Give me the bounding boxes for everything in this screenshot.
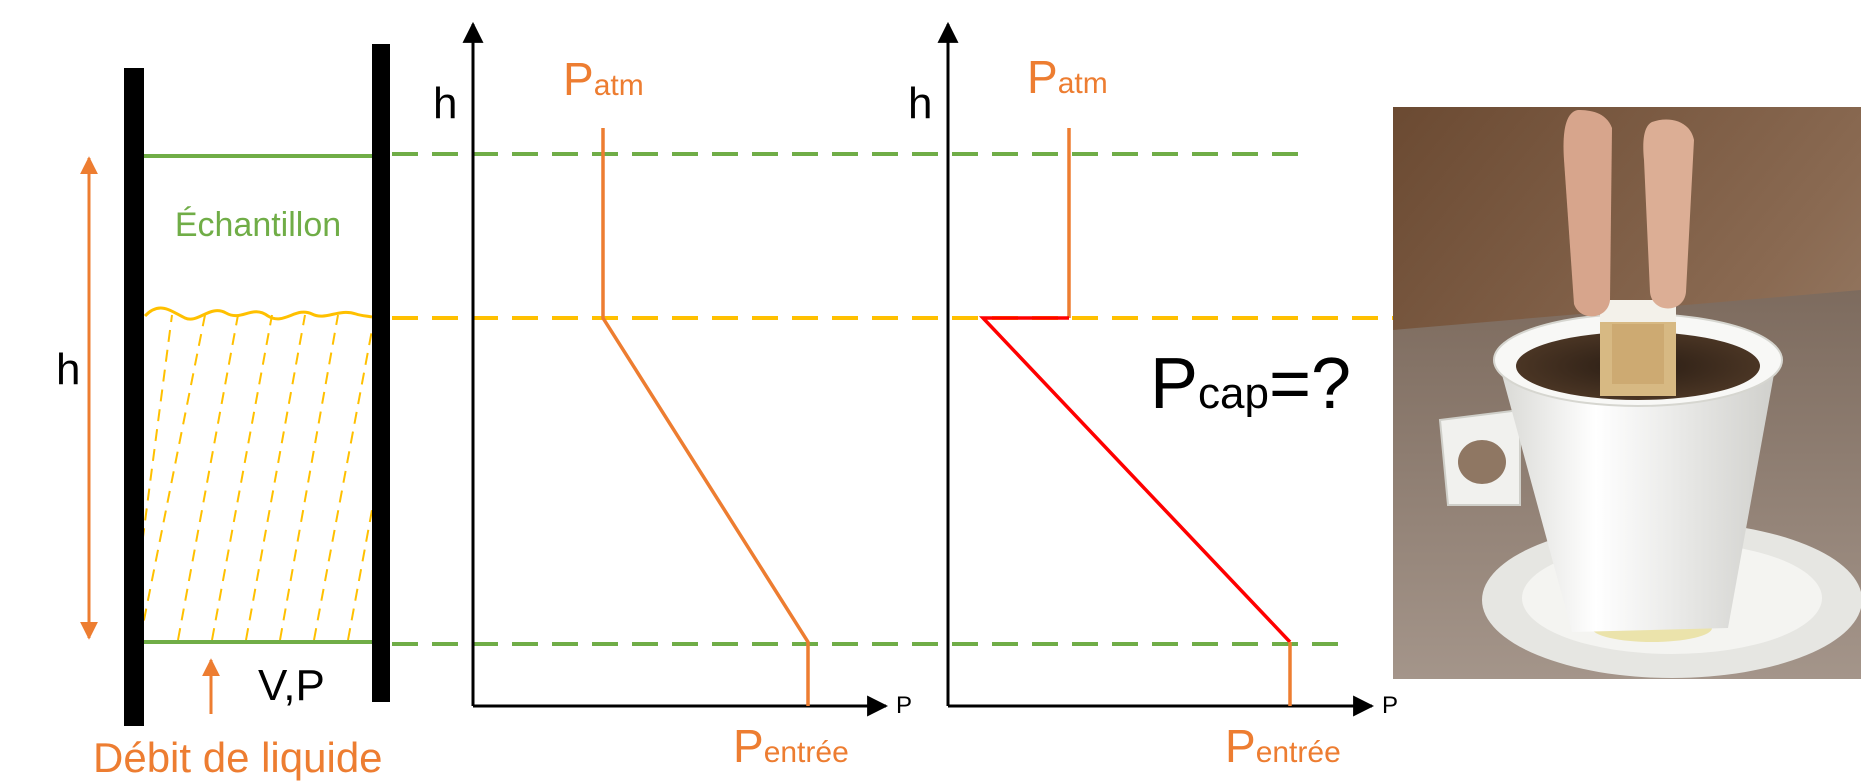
pcap-question-label: Pcap=? <box>1150 344 1351 424</box>
graph-left-pentree-label: Pentrée <box>733 720 849 772</box>
wetted-region <box>140 306 373 641</box>
coffee-sugar-photo <box>1393 107 1861 679</box>
pressure-graph-left: h P Patm Pentrée <box>433 21 912 772</box>
reference-lines <box>392 152 1730 646</box>
column-left-wall <box>124 68 144 726</box>
graph-right-capillary-profile <box>978 316 1292 644</box>
graph-right-patm-label: Patm <box>1027 51 1108 103</box>
velocity-pressure-label: V,P <box>258 661 325 710</box>
height-label: h <box>56 345 80 394</box>
graph-right-x-label: P <box>1382 692 1398 719</box>
graph-right-y-label: h <box>908 79 932 128</box>
pressure-graph-right: h P Patm Pentrée <box>908 21 1398 772</box>
finger-left <box>1563 110 1612 317</box>
column-right-wall <box>372 44 390 702</box>
finger-right <box>1643 119 1694 309</box>
graph-left-pressure-profile <box>601 128 810 706</box>
column-schematic: Échantillon h V,P Débit de liquide <box>56 44 390 781</box>
graph-left-patm-label: Patm <box>563 53 644 105</box>
sample-label: Échantillon <box>175 206 341 244</box>
cup-body <box>1498 352 1778 632</box>
liquid-flow-label: Débit de liquide <box>93 734 383 781</box>
graph-left-x-label: P <box>896 692 912 719</box>
graph-left-y-label: h <box>433 79 457 128</box>
graph-right-pentree-label: Pentrée <box>1225 720 1341 772</box>
